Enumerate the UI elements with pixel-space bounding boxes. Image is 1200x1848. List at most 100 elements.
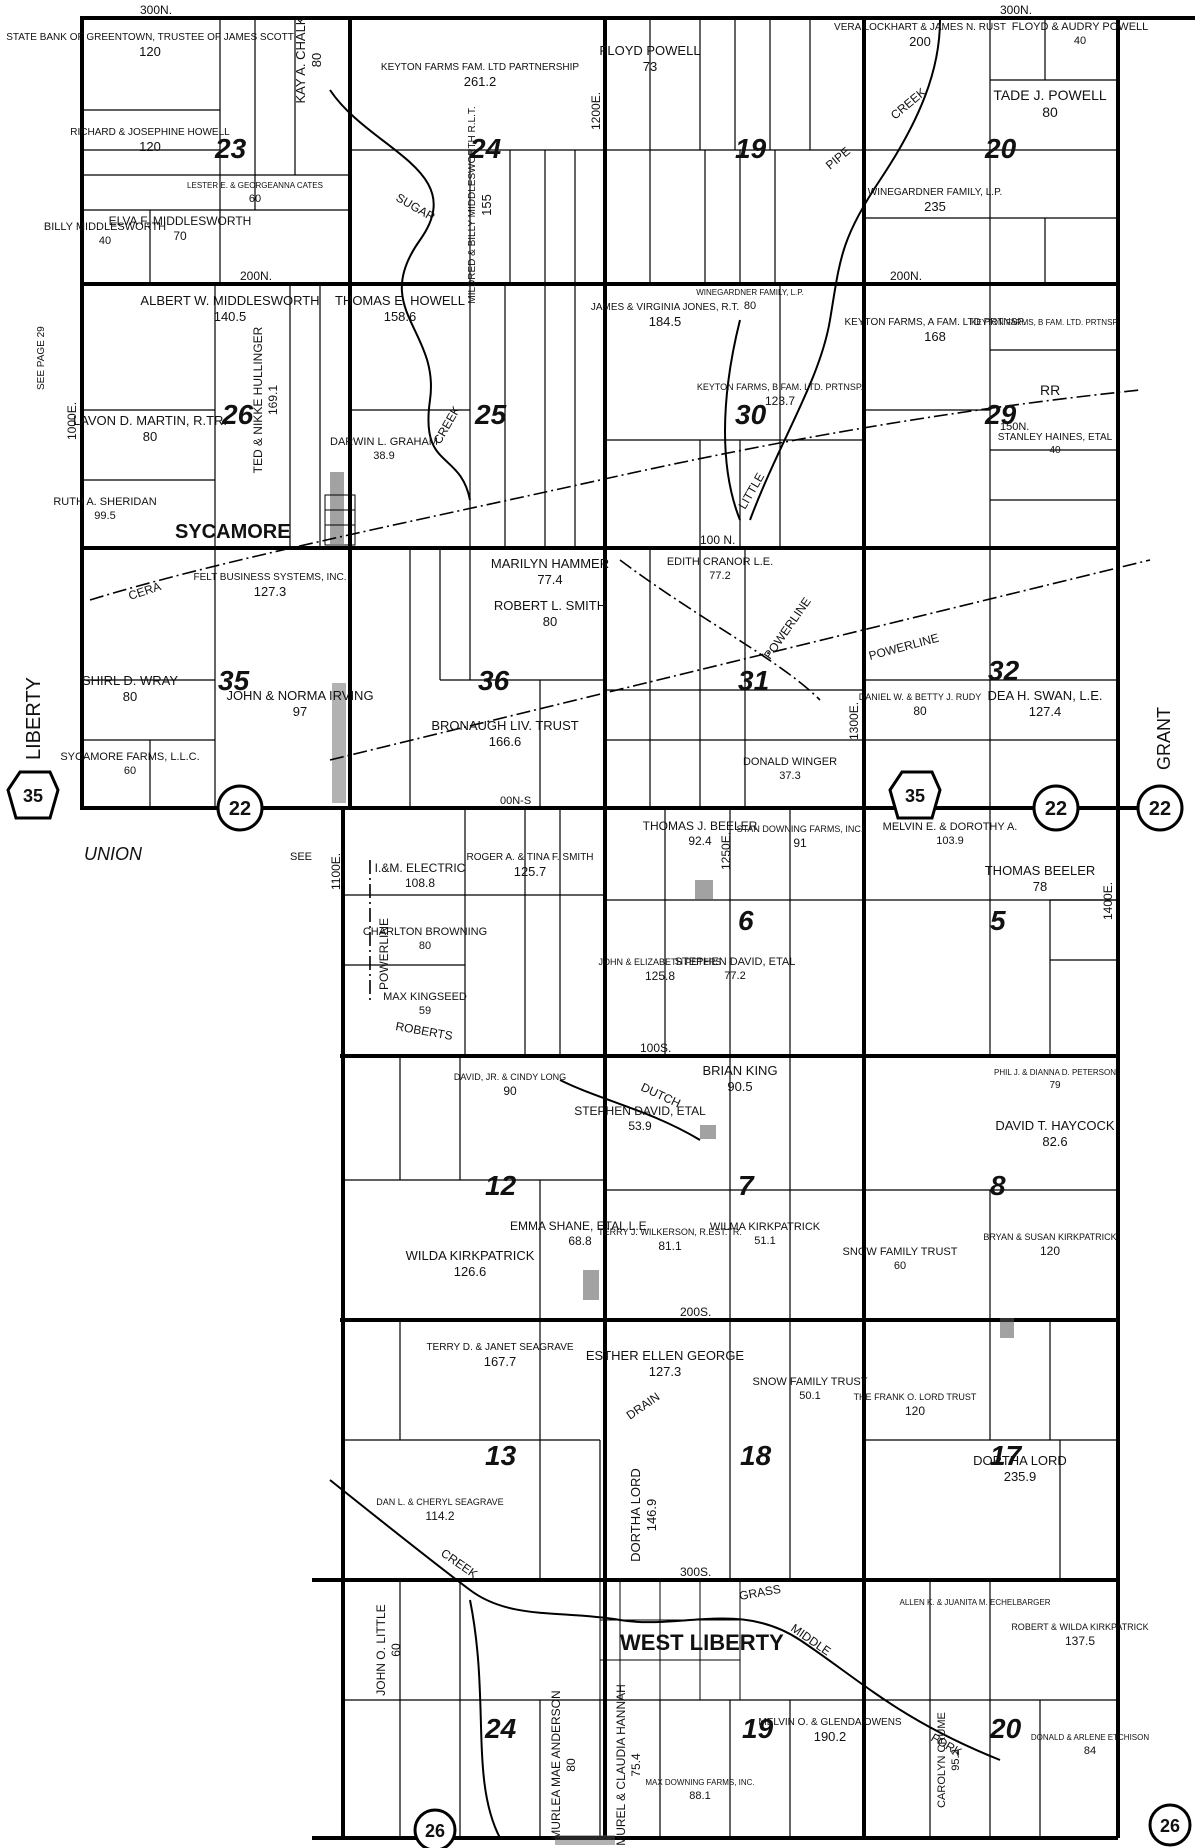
parcel-owner: JOHN & ELIZABETH PETERS <box>598 957 721 967</box>
parcel-owner: JOHN & NORMA IRVING <box>226 688 373 703</box>
section-number: 7 <box>738 1170 755 1201</box>
parcel-owner: SHIRL D. WRAY <box>82 673 178 688</box>
parcel-acres: 60 <box>389 1643 403 1657</box>
parcel-acres: 81.1 <box>658 1239 682 1253</box>
parcel-owner: THOMAS J. BEELER <box>643 819 758 833</box>
town-sycamore-label: SYCAMORE <box>175 521 291 543</box>
parcel-acres: 68.8 <box>568 1234 592 1248</box>
parcel-acres: 120 <box>905 1404 925 1418</box>
parcel-acres: 120 <box>139 139 161 154</box>
see-label: SEE <box>290 851 312 863</box>
parcel-owner: I.&M. ELECTRIC <box>375 861 466 875</box>
section-number: 26 <box>221 399 254 430</box>
parcel-acres: 75.4 <box>629 1753 643 1777</box>
parcel-acres: 82.6 <box>1042 1134 1067 1149</box>
parcel-acres: 99.5 <box>94 510 115 522</box>
svg-text:22: 22 <box>229 798 251 820</box>
parcel-owner: TADE J. POWELL <box>993 87 1107 103</box>
parcel-owner: ELVA F. MIDDLESWORTH <box>109 214 252 228</box>
parcel-owner: LAVON D. MARTIN, R.TR. <box>73 413 227 428</box>
parcel-acres: 158.6 <box>384 309 417 324</box>
parcel-lines <box>82 18 1118 1838</box>
parcel-label: DEA H. SWAN, L.E.127.4 <box>987 688 1102 719</box>
parcel-acres: 80 <box>419 940 431 952</box>
parcel-owner: JAMES & VIRGINIA JONES, R.T. <box>591 302 739 313</box>
parcel-acres: 77.2 <box>709 570 730 582</box>
parcel-label: EDITH CRANOR L.E.77.2 <box>667 556 773 582</box>
town-west-liberty-label: WEST LIBERTY <box>620 1630 784 1655</box>
parcel-owner: THE FRANK O. LORD TRUST <box>854 1392 977 1402</box>
parcel-owner: RICHARD & JOSEPHINE HOWELL <box>70 127 230 138</box>
section-number: 17 <box>990 1440 1023 1471</box>
parcel-owner: ALBERT W. MIDDLESWORTH <box>140 293 319 308</box>
parcel-owner: TERRY D. & JANET SEAGRAVE <box>426 1342 573 1353</box>
parcel-acres: 166.6 <box>489 734 522 749</box>
parcel-owner: LESTER E. & GEORGEANNA CATES <box>187 181 323 190</box>
road-label-300s: 300S. <box>680 1565 711 1579</box>
parcel-owner: THOMAS BEELER <box>985 863 1096 878</box>
us-35-shield-mid: 35 <box>888 770 942 820</box>
parcel-owner: CHARLTON BROWNING <box>363 926 487 938</box>
parcel-acres: 200 <box>909 34 931 49</box>
road-label-300n-left: 300N. <box>140 3 172 17</box>
parcel-acres: 80 <box>913 704 927 718</box>
parcel-owner: MURLEA MAE ANDERSON <box>549 1690 563 1839</box>
parcel-acres: 60 <box>894 1260 906 1272</box>
parcel-owner: FELT BUSINESS SYSTEMS, INC. <box>194 572 347 583</box>
svg-text:26: 26 <box>1160 1816 1180 1836</box>
parcel-owner: SNOW FAMILY TRUST <box>843 1246 958 1258</box>
parcel-owner: ESTHER ELLEN GEORGE <box>586 1348 745 1363</box>
road-label-100n: 100 N. <box>700 533 735 547</box>
road-label-100s: 100S. <box>640 1041 671 1055</box>
parcel-owner: BILLY MIDDLESWORTH <box>44 221 166 233</box>
parcel-label: LAVON D. MARTIN, R.TR.80 <box>73 413 227 444</box>
sr-22-shield-right: 22 <box>1136 784 1184 832</box>
parcel-acres: 120 <box>139 44 161 59</box>
svg-text:22: 22 <box>1045 798 1067 820</box>
parcel-acres: 88.1 <box>689 1790 710 1802</box>
parcel-label: MAX DOWNING FARMS, INC.88.1 <box>645 1778 754 1802</box>
svg-text:22: 22 <box>1149 798 1171 820</box>
parcel-owner: DONALD & ARLENE ETCHISON <box>1031 1733 1149 1742</box>
parcel-label: FELT BUSINESS SYSTEMS, INC.127.3 <box>194 572 347 599</box>
parcel-owner: BRYAN & SUSAN KIRKPATRICK <box>983 1232 1116 1242</box>
parcel-acres: 70 <box>173 229 187 243</box>
parcel-acres: 78 <box>1033 879 1047 894</box>
parcel-acres: 146.9 <box>644 1499 659 1532</box>
parcel-acres: 235 <box>924 199 946 214</box>
road-label-1000e: 1000E. <box>65 402 79 440</box>
parcel-acres: 53.9 <box>628 1119 652 1133</box>
parcel-acres: 80 <box>1042 104 1058 120</box>
parcel-label: WINEGARDNER FAMILY, L.P.235 <box>868 187 1002 214</box>
parcel-owner: STANLEY HAINES, ETAL <box>998 432 1113 443</box>
parcel-owner: STEPHEN DAVID, ETAL <box>574 1104 706 1118</box>
parcel-owner: ROBERT L. SMITH <box>494 598 606 613</box>
parcel-owner: THOMAS E. HOWELL <box>335 293 465 308</box>
parcel-owner: CAROLYN CRUME <box>936 1712 948 1808</box>
parcel-acres: 92.4 <box>688 834 712 848</box>
parcel-owner: STEPHEN DAVID, ETAL <box>675 956 796 968</box>
